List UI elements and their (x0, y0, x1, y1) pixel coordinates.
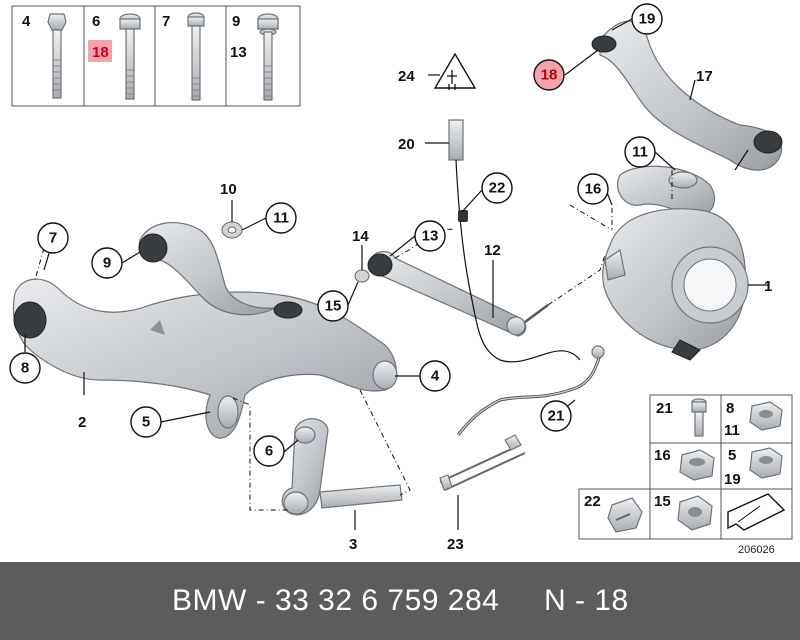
direction-arrow-icon (727, 493, 786, 531)
part-label-11: 11 (724, 422, 740, 439)
sensor-cable (456, 345, 605, 436)
bolt-cell-1-label: 4 (22, 13, 31, 30)
bolt-icon (187, 12, 205, 101)
callout-22-label: 22 (489, 180, 506, 197)
bolt-icon (47, 13, 67, 99)
callouts: 19 18 17 24 20 22 11 16 10 11 7 9 14 13 … (9, 3, 772, 553)
callout-5-label: 5 (142, 414, 150, 431)
callout-15-label: 15 (325, 298, 342, 315)
part-label-16: 16 (654, 447, 671, 464)
swing-support (281, 418, 403, 516)
part-label-19: 19 (724, 471, 741, 488)
bolt-cell-4-sub: 13 (230, 44, 247, 61)
small-parts-panel: 21 8 11 16 5 19 22 15 (578, 394, 793, 556)
highlight-box (88, 40, 112, 62)
nut-icon (749, 401, 783, 431)
bolt-cell-2-label: 6 (92, 13, 100, 30)
callout-16 (577, 173, 609, 205)
part-number: BMW - 33 32 6 759 284 (172, 584, 500, 617)
bolt-cell-2-highlight: 18 (92, 44, 109, 61)
callout-18-label: 18 (541, 67, 558, 84)
position-number: N - 18 (544, 584, 629, 617)
callout-14-label: 14 (352, 228, 369, 245)
callout-12-label: 12 (484, 242, 501, 259)
callout-11a (624, 136, 656, 168)
callout-11a-label: 11 (632, 144, 648, 161)
wishbone (367, 251, 549, 337)
diagram-canvas: 4 6 18 7 9 13 (9, 3, 793, 556)
nut-icon (677, 495, 713, 531)
nut-icon (749, 447, 783, 479)
callout-6-label: 6 (265, 443, 273, 460)
callout-5 (130, 406, 162, 438)
part-label-22: 22 (584, 493, 601, 510)
callout-13 (414, 220, 446, 252)
callout-3-label: 3 (349, 536, 357, 553)
clip-icon (607, 497, 643, 533)
callout-4-label: 4 (431, 368, 440, 385)
callout-16-label: 16 (585, 181, 602, 198)
callout-22 (481, 172, 513, 204)
callout-7-label: 7 (49, 230, 57, 247)
nut-icon (679, 449, 715, 481)
wheel-carrier (602, 165, 749, 361)
callout-19-label: 19 (639, 11, 656, 28)
screw-icon (691, 398, 707, 437)
callout-2-label: 2 (78, 414, 86, 431)
callout-8 (9, 352, 41, 384)
callout-21 (540, 400, 572, 432)
callout-7 (37, 222, 69, 254)
bolt-panel: 4 6 18 7 9 13 (11, 5, 301, 107)
rear-axle-carrier (12, 222, 398, 439)
bolt-panel-frame (11, 5, 301, 107)
callout-11b (265, 202, 297, 234)
callout-8-label: 8 (21, 360, 29, 377)
callout-13-label: 13 (422, 228, 439, 245)
callout-11b-label: 11 (273, 210, 289, 227)
part-label-8: 8 (726, 400, 734, 417)
upper-control-arm (591, 20, 783, 171)
wear-sensor-cable (433, 52, 581, 363)
callout-23-label: 23 (447, 536, 464, 553)
callout-6 (253, 435, 285, 467)
callout-24-label: 24 (398, 68, 415, 85)
part-label-21: 21 (656, 400, 673, 417)
callout-15 (317, 290, 349, 322)
callout-21-label: 21 (548, 408, 565, 425)
bolt-icon (257, 13, 279, 101)
washer-icon (354, 269, 370, 283)
callout-19 (631, 3, 663, 35)
callout-17-label: 17 (696, 68, 713, 85)
callout-4 (419, 360, 451, 392)
callout-20-label: 20 (398, 136, 415, 153)
bolt-icon (119, 13, 141, 100)
callout-18 (533, 59, 565, 91)
callout-9 (91, 247, 123, 279)
bracket-icon (439, 434, 526, 491)
callout-1-label: 1 (764, 278, 772, 295)
part-label-15: 15 (654, 493, 671, 510)
footer-bar: BMW - 33 32 6 759 284 N - 18 (0, 562, 800, 640)
drawing-number: 206026 (738, 544, 775, 556)
bolt-cell-3-label: 7 (162, 13, 170, 30)
callout-10-label: 10 (220, 181, 237, 198)
part-label-5: 5 (728, 447, 736, 464)
bolt-cell-4-label: 9 (232, 13, 240, 30)
callout-9-label: 9 (103, 255, 111, 272)
